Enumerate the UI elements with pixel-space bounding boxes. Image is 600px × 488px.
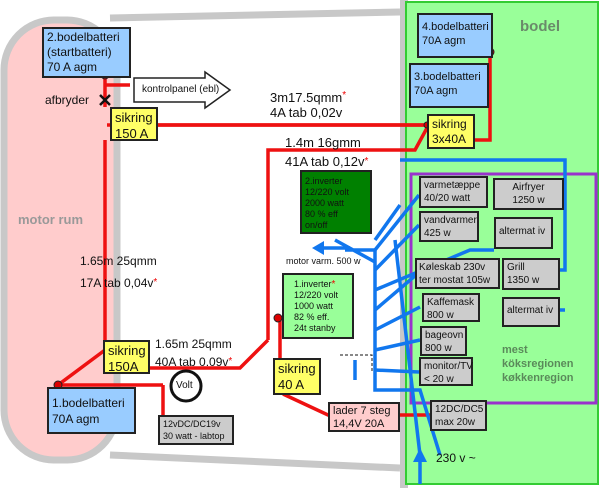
appliance-monitor-tv: monitor/TV< 20 w: [419, 357, 473, 386]
dc-wires: [56, 52, 492, 417]
kontrolpanel-arrow: [133, 70, 232, 110]
bodel-label: bodel: [520, 18, 560, 35]
appliance-altermat-2: altermat iv: [502, 297, 560, 327]
afbryder-label: afbryder: [45, 93, 90, 107]
appliance-altermat-1: altermat iv: [494, 217, 553, 249]
kontrolpanel-label: kontrolpanel (ebl): [142, 84, 220, 95]
arrow-left-icon: [312, 241, 324, 255]
motor-varm-label: motor varm. 500 w: [286, 256, 361, 266]
kitchen-region: [409, 172, 598, 405]
battery-2: 2.bodelbatteri(startbatteri)70 A agm: [42, 27, 131, 78]
voltmeter-label: Volt: [176, 380, 193, 391]
dashed-wire: [340, 354, 373, 372]
van-outline: [109, 8, 401, 472]
switch-icon: [99, 94, 111, 106]
cable-top-spec: 3m17.5qmm*4A tab 0,02v: [270, 90, 347, 120]
motor-room-area: [0, 16, 121, 464]
ac-label: 230 v ~: [436, 451, 476, 465]
motor-room-label: motor rum: [18, 212, 83, 227]
bodel-wall: [400, 0, 408, 488]
voltmeter: [169, 369, 203, 403]
arrow-up-icon: [413, 448, 427, 462]
